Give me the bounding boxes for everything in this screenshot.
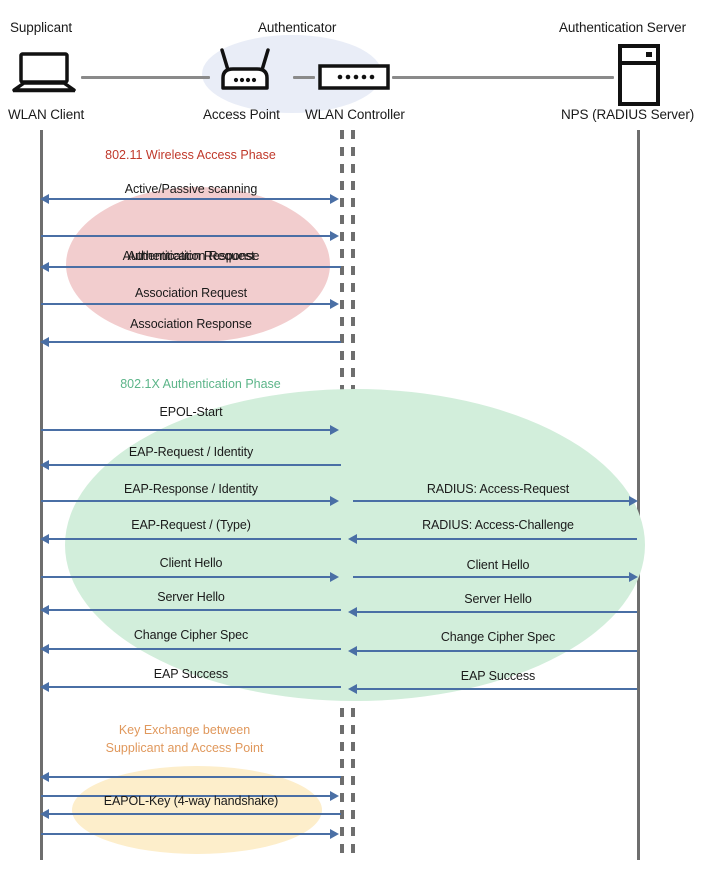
message-arrow	[43, 813, 341, 815]
message-arrow	[41, 500, 337, 502]
message-label: Client Hello	[159, 556, 223, 570]
arrowhead-left-icon	[40, 605, 49, 615]
message-arrow	[41, 429, 337, 431]
server-icon	[617, 44, 661, 111]
arrowhead-left-icon	[40, 809, 49, 819]
arrowhead-right-icon	[330, 194, 339, 204]
role-label-authenticator: Authenticator	[258, 20, 337, 35]
message-label: EPOL-Start	[159, 405, 223, 419]
arrowhead-right-icon	[629, 572, 638, 582]
access-point-icon	[216, 48, 274, 99]
arrowhead-right-icon	[330, 299, 339, 309]
arrowhead-left-icon	[348, 684, 357, 694]
arrowhead-left-icon	[40, 337, 49, 347]
arrowhead-left-icon	[348, 534, 357, 544]
arrowhead-left-icon	[40, 194, 49, 204]
arrowhead-left-icon	[348, 646, 357, 656]
link-client-to-ap	[81, 76, 210, 79]
role-label-authentication-server: Authentication Server	[559, 20, 686, 35]
lifeline-supplicant	[40, 130, 43, 860]
message-label: EAP-Response / Identity	[124, 482, 258, 496]
message-label: EAP Success	[153, 667, 229, 681]
node-label-wlan-controller: WLAN Controller	[305, 107, 405, 122]
message-label: Server Hello	[157, 590, 225, 604]
arrowhead-right-icon	[330, 231, 339, 241]
message-label: Change Cipher Spec	[440, 630, 556, 644]
message-arrow	[41, 235, 337, 237]
role-label-supplicant: Supplicant	[10, 20, 73, 35]
arrowhead-right-icon	[629, 496, 638, 506]
node-label-access-point: Access Point	[203, 107, 280, 122]
message-label: Authentication Response	[122, 249, 260, 263]
message-label: Server Hello	[464, 592, 532, 606]
message-arrow	[43, 538, 341, 540]
message-arrow	[43, 198, 337, 200]
phase-ellipse-key-exchange	[72, 766, 322, 854]
message-arrow	[41, 576, 337, 578]
message-label: Association Request	[134, 286, 248, 300]
arrowhead-left-icon	[40, 534, 49, 544]
message-label: Association Response	[130, 317, 252, 331]
message-label: RADIUS: Access-Challenge	[422, 518, 574, 532]
arrowhead-right-icon	[330, 829, 339, 839]
wlan-controller-icon	[318, 64, 390, 95]
message-label: Client Hello	[466, 558, 530, 572]
arrowhead-left-icon	[40, 262, 49, 272]
arrowhead-left-icon	[40, 460, 49, 470]
lifeline-auth-server	[637, 130, 640, 860]
arrowhead-left-icon	[348, 607, 357, 617]
phase-title-key-exchange-line2: Supplicant and Access Point	[105, 741, 264, 755]
message-arrow	[356, 688, 637, 690]
arrowhead-right-icon	[330, 572, 339, 582]
phase-title-key-exchange-line1: Key Exchange between	[118, 723, 251, 737]
message-arrow	[41, 833, 337, 835]
arrowhead-left-icon	[40, 644, 49, 654]
message-label: EAP Success	[460, 669, 536, 683]
node-label-nps-radius-server: NPS (RADIUS Server)	[561, 107, 695, 122]
link-controller-to-server	[392, 76, 614, 79]
message-arrow	[353, 576, 634, 578]
message-label: EAP-Request / Identity	[128, 445, 254, 459]
message-arrow	[356, 611, 637, 613]
message-arrow	[43, 464, 341, 466]
arrowhead-right-icon	[330, 791, 339, 801]
message-arrow	[353, 500, 634, 502]
message-label: Authentication Request	[127, 249, 255, 263]
message-arrow	[43, 266, 341, 268]
message-arrow	[43, 776, 341, 778]
phase-title-dot1x: 802.1X Authentication Phase	[120, 377, 281, 391]
message-arrow	[41, 795, 337, 797]
link-ap-to-controller	[293, 76, 315, 79]
message-label: Active/Passive scanning	[124, 182, 258, 196]
message-arrow	[356, 650, 637, 652]
message-arrow	[43, 609, 341, 611]
message-label: EAPOL-Key (4-way handshake)	[103, 794, 279, 808]
message-arrow	[41, 303, 337, 305]
message-arrow	[43, 648, 341, 650]
arrowhead-right-icon	[330, 425, 339, 435]
arrowhead-left-icon	[40, 772, 49, 782]
message-arrow	[43, 686, 341, 688]
message-arrow	[43, 341, 341, 343]
arrowhead-left-icon	[40, 682, 49, 692]
node-label-wlan-client: WLAN Client	[8, 107, 85, 122]
message-label: EAP-Request / (Type)	[131, 518, 251, 532]
message-arrow	[356, 538, 637, 540]
message-label: Change Cipher Spec	[133, 628, 249, 642]
phase-ellipse-wireless-access	[66, 187, 330, 342]
laptop-icon	[12, 52, 76, 99]
arrowhead-right-icon	[330, 496, 339, 506]
phase-title-wireless-access: 802.11 Wireless Access Phase	[105, 148, 276, 162]
message-label: RADIUS: Access-Request	[426, 482, 570, 496]
